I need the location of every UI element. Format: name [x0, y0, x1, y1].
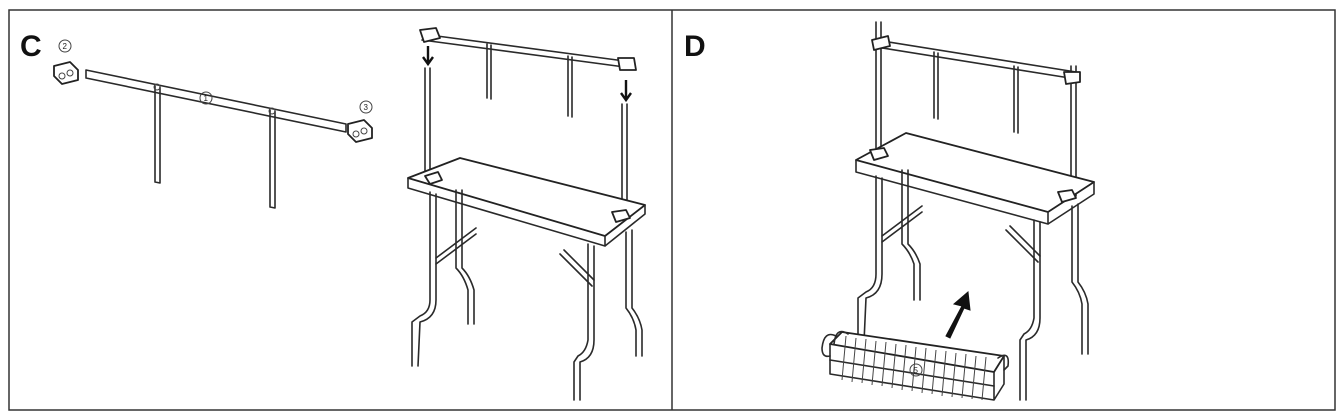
callout-3: 3 — [364, 103, 369, 112]
storage-basket: 5 — [821, 330, 1010, 401]
left-bracket — [53, 61, 79, 85]
table-c — [407, 27, 646, 401]
arrow-down-left — [422, 46, 434, 67]
callout-3-circle — [359, 100, 373, 114]
panel-d-letter: D — [684, 30, 706, 63]
right-bracket — [347, 119, 373, 143]
callout-1: 1 — [204, 94, 209, 103]
callout-2: 2 — [63, 42, 68, 51]
callout-5: 5 — [914, 366, 919, 375]
panel-c: C 1 2 3 — [20, 27, 646, 401]
table-top-c — [407, 157, 646, 237]
panel-c-letter: C — [20, 30, 42, 63]
callout-2-circle — [58, 39, 72, 53]
arrow-down-right — [620, 80, 632, 103]
table-d — [855, 21, 1095, 401]
panel-d: D — [684, 21, 1095, 401]
callout-1-circle — [199, 91, 213, 105]
arrow-up-icon — [945, 291, 971, 339]
callout-5-circle — [909, 363, 923, 377]
table-top-d — [855, 132, 1095, 213]
exploded-crossbar: 1 2 3 — [53, 39, 373, 209]
